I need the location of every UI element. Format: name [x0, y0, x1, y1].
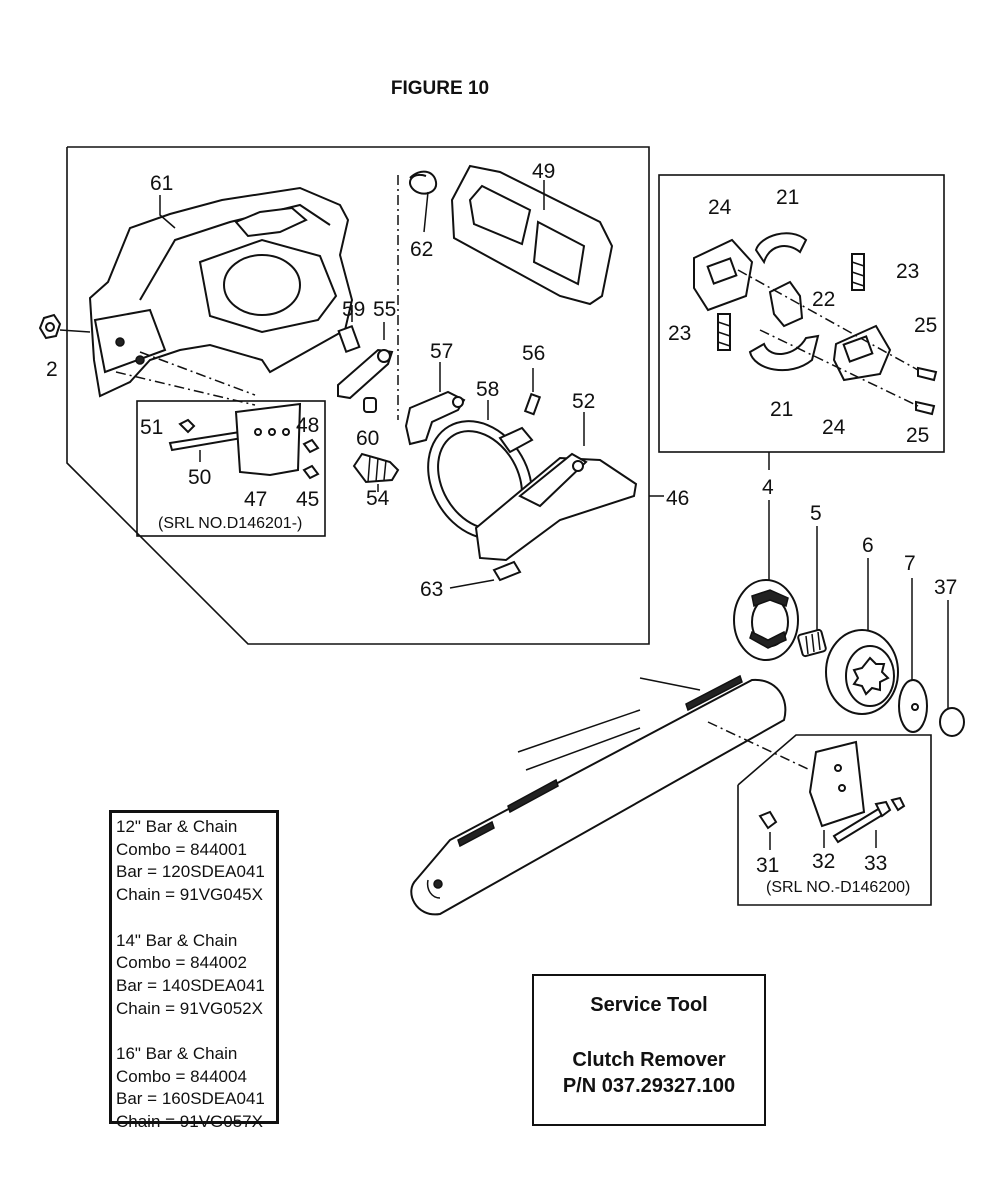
chain-number: Chain = 91VG045X [116, 885, 263, 905]
guide-bar-chain [410, 674, 811, 916]
brake-lever [337, 322, 394, 400]
bar-number: Bar = 140SDEA041 [116, 975, 265, 995]
part-label: 60 [356, 427, 379, 450]
brake-bracket [404, 362, 466, 446]
part-label: 50 [188, 466, 211, 489]
clutch-inset-parts [693, 232, 938, 416]
part-label: 21 [770, 398, 793, 421]
part-label: 33 [864, 852, 887, 875]
srl-inset-left-frame [136, 400, 326, 537]
part-label: 25 [906, 424, 929, 447]
part-label: 58 [476, 378, 499, 401]
part-label: 56 [522, 342, 545, 365]
part-label: 46 [666, 487, 689, 510]
part-label: 23 [668, 322, 691, 345]
part-label: 47 [244, 488, 267, 511]
spring-part [408, 170, 438, 233]
service-tool-name: Clutch Remover [572, 1049, 726, 1071]
part-label: 24 [708, 196, 732, 219]
service-tool-part-number: P/N 037.29327.100 [562, 1075, 736, 1097]
inset-right-parts [758, 740, 906, 850]
hand-guard [450, 164, 614, 306]
part-label: 54 [366, 487, 390, 510]
bush-part [363, 397, 377, 413]
part-label: 48 [296, 414, 319, 437]
chain-number: Chain = 91VG052X [116, 998, 263, 1018]
serial-note-right: (SRL NO.-D146200) [766, 879, 910, 896]
part-label: 62 [410, 238, 433, 261]
part-label: 45 [296, 488, 319, 511]
main-assembly-frame [66, 146, 650, 645]
guard-plate [474, 412, 638, 562]
inset-left-parts [168, 402, 320, 480]
pin-part [337, 305, 361, 354]
part-label: 7 [904, 552, 916, 575]
bolt-part [449, 560, 522, 589]
part-label: 24 [822, 416, 846, 439]
chain-number: Chain = 91VG057X [116, 1112, 263, 1132]
part-label: 61 [150, 172, 173, 195]
brake-spring [352, 452, 400, 492]
part-label: 32 [812, 850, 835, 873]
part-label: 49 [532, 160, 555, 183]
part-label: 55 [373, 298, 396, 321]
part-label: 59 [342, 298, 365, 321]
part-label: 6 [862, 534, 874, 557]
part-label: 57 [430, 340, 453, 363]
crankcase-housing [59, 186, 354, 398]
group-heading: 14" Bar & Chain [116, 930, 238, 950]
part-label: 52 [572, 390, 595, 413]
combo-number: Combo = 844002 [116, 953, 247, 973]
group-heading: 12" Bar & Chain [116, 817, 238, 836]
part-label: 21 [776, 186, 799, 209]
bar-number: Bar = 120SDEA041 [116, 862, 265, 882]
cap [939, 600, 965, 737]
part-label: 5 [810, 502, 822, 525]
part-label: 63 [420, 578, 443, 601]
part-label: 2 [46, 358, 58, 381]
part-label: 25 [914, 314, 937, 337]
figure-title: FIGURE 10 [390, 78, 490, 99]
nut-part [38, 313, 62, 340]
part-label: 23 [896, 260, 919, 283]
clutch-inset-frame [658, 174, 945, 453]
sprocket-drum [825, 558, 899, 715]
washer [898, 578, 928, 733]
pin-small [523, 368, 542, 416]
needle-bearing [797, 526, 827, 658]
srl-inset-right-frame [737, 734, 932, 906]
group-heading: 16" Bar & Chain [116, 1044, 238, 1063]
bar-chain-group: 12" Bar & Chain Combo = 844001 Bar = 120… [116, 816, 276, 907]
bar-chain-reference-box: 12" Bar & Chain Combo = 844001 Bar = 120… [109, 810, 279, 1131]
part-label: 4 [762, 476, 774, 499]
part-label: 51 [140, 416, 163, 439]
service-tool-box: Service Tool Clutch Remover P/N 037.2932… [532, 974, 766, 1126]
bar-chain-group: 14" Bar & Chain Combo = 844002 Bar = 140… [116, 930, 276, 1021]
service-tool-title: Service Tool [590, 994, 708, 1016]
clutch-assembly [733, 500, 799, 661]
part-label: 37 [934, 576, 957, 599]
combo-number: Combo = 844001 [116, 839, 247, 859]
bar-number: Bar = 160SDEA041 [116, 1089, 265, 1109]
combo-number: Combo = 844004 [116, 1066, 247, 1086]
serial-note-left: (SRL NO.D146201-) [158, 515, 302, 532]
part-label: 31 [756, 854, 779, 877]
bar-chain-group: 16" Bar & Chain Combo = 844004 Bar = 160… [116, 1043, 276, 1134]
part-label: 22 [812, 288, 835, 311]
